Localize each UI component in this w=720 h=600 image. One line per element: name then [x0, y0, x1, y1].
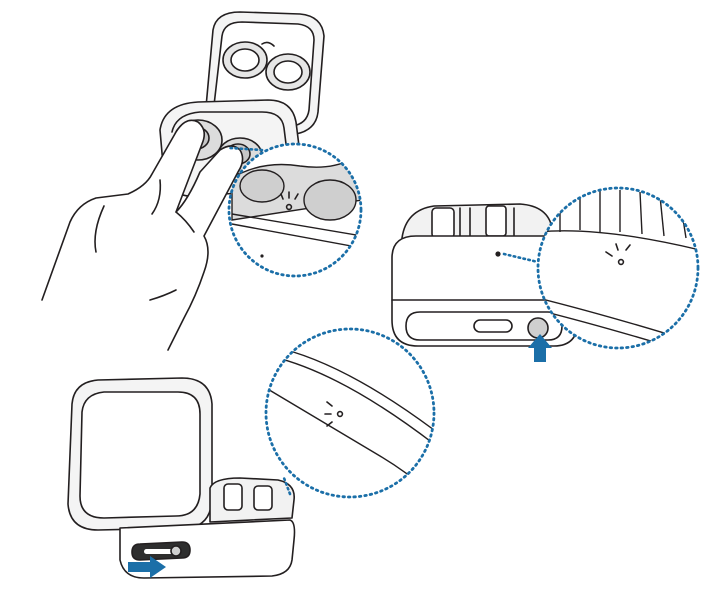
- magnifier-earbud-sensor: [227, 142, 363, 278]
- arrow-up-icon: [528, 334, 552, 362]
- indicator-light-icon: [605, 243, 631, 266]
- magnifier-case-front-indicator: [264, 327, 436, 499]
- magnifier-case-indicator: [502, 186, 700, 350]
- case-button: [527, 317, 549, 339]
- indicator-light-icon: [324, 401, 344, 427]
- panel-touch-earbuds: [41, 11, 325, 351]
- panel-case-usb-port: [67, 377, 296, 579]
- hand-icon: [41, 119, 244, 351]
- arrow-right-icon: [128, 556, 166, 578]
- usb-port-side: [473, 319, 513, 333]
- indicator-light-icon: [280, 191, 299, 211]
- panel-case-side-button: [391, 203, 579, 347]
